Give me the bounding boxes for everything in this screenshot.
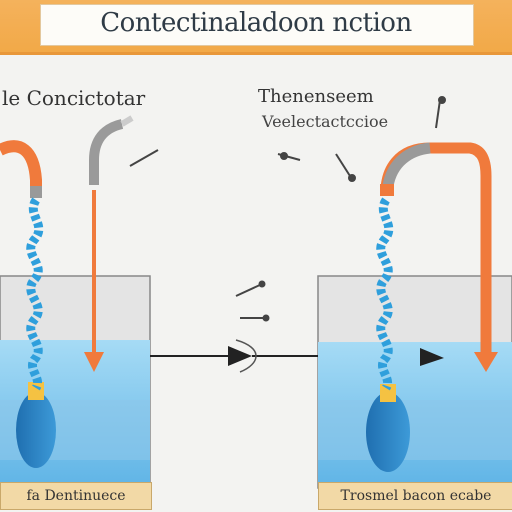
right-bottle-cap xyxy=(380,384,396,402)
diagram-title: Contectinaladoon nction xyxy=(100,8,412,38)
left-pipe xyxy=(0,140,44,391)
left-droplet-column xyxy=(26,197,44,391)
left-bottle xyxy=(16,392,56,468)
left-caption: fa Dentinuece xyxy=(0,482,152,510)
right-pipe xyxy=(376,142,498,391)
right-droplet-column xyxy=(376,197,394,391)
transfer-arrow xyxy=(150,339,318,373)
right-bottle xyxy=(366,392,410,472)
sensor-marks xyxy=(129,96,446,322)
right-down-arrow xyxy=(474,352,498,372)
left-header-label: le Concictotar xyxy=(2,86,146,110)
left-bottle-cap xyxy=(28,382,44,400)
left-tank xyxy=(0,275,151,489)
right-tank xyxy=(317,275,512,489)
title-box xyxy=(40,4,474,46)
right-subheader-label: Veelectactccioe xyxy=(262,112,389,131)
right-flow-arrow xyxy=(420,348,444,366)
right-header-label: Thenenseem xyxy=(258,86,374,107)
right-caption: Trosmel bacon ecabe xyxy=(318,482,512,510)
left-feed-pipe xyxy=(84,115,134,372)
